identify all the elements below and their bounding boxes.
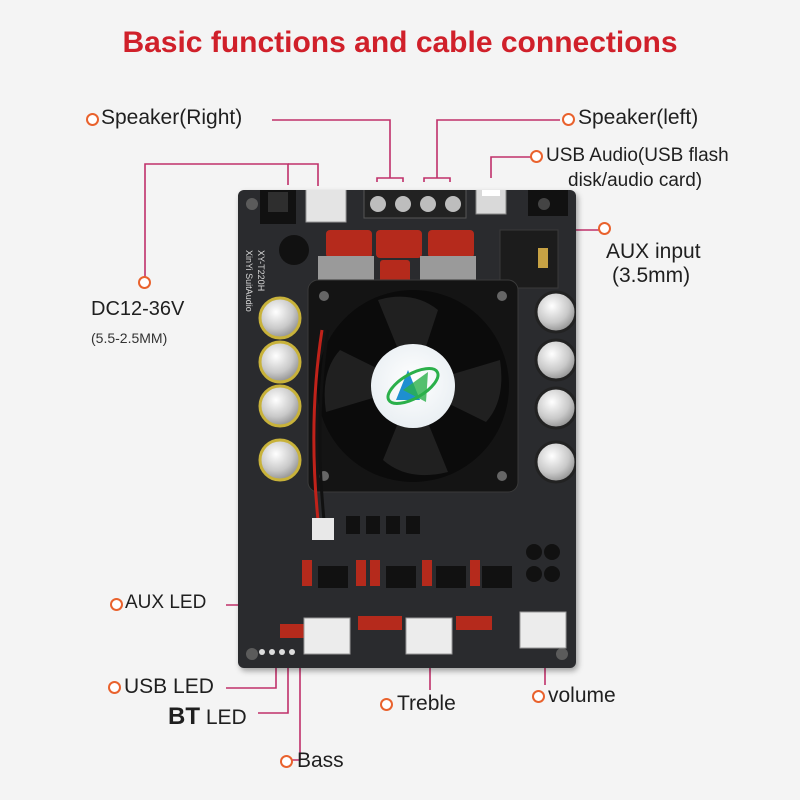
dot-aux-led <box>110 598 123 611</box>
label-treble: Treble <box>397 692 456 715</box>
label-speaker-right: Speaker(Right) <box>101 106 243 129</box>
bluetooth-module-icon <box>499 229 559 289</box>
dot-dc-power <box>138 276 151 289</box>
label-volume: volume <box>548 684 616 707</box>
silkscreen-model: XY-T220H <box>256 250 266 291</box>
dot-aux-input <box>598 222 611 235</box>
amplifier-board: XY-T220H XinYi SuitAudio <box>238 177 578 668</box>
potentiometer-icon <box>303 617 351 655</box>
label-dc-jack: (5.5-2.5MM) <box>91 330 168 346</box>
dot-usb-led <box>108 681 121 694</box>
label-dc-power: DC12-36V <box>91 298 185 320</box>
dot-volume <box>532 690 545 703</box>
terminal-block-icon <box>363 179 467 219</box>
board-graphic: XY-T220H XinYi SuitAudio <box>244 177 578 660</box>
label-aux-input-line2: (3.5mm) <box>612 264 691 287</box>
dot-speaker-left <box>562 113 575 126</box>
dot-speaker-right <box>86 113 99 126</box>
fan-icon <box>307 279 519 493</box>
label-bt-led: BT LED <box>168 703 247 731</box>
dot-treble <box>380 698 393 711</box>
dot-bass <box>280 755 293 768</box>
label-bt-led-bt: BT <box>168 703 200 730</box>
label-usb-audio-line1: USB Audio(USB flash <box>546 145 729 166</box>
label-aux-input-line1: AUX input <box>606 240 701 263</box>
dot-usb-audio <box>530 150 543 163</box>
label-bt-led-led: LED <box>205 706 247 729</box>
label-usb-audio-line2: disk/audio card) <box>568 170 703 191</box>
label-bass: Bass <box>297 749 344 772</box>
silkscreen-brand: XinYi SuitAudio <box>244 250 254 312</box>
label-speaker-left: Speaker(left) <box>578 106 699 129</box>
page-title: Basic functions and cable connections <box>122 26 678 59</box>
label-aux-led: AUX LED <box>125 592 207 613</box>
label-usb-led: USB LED <box>124 675 214 698</box>
